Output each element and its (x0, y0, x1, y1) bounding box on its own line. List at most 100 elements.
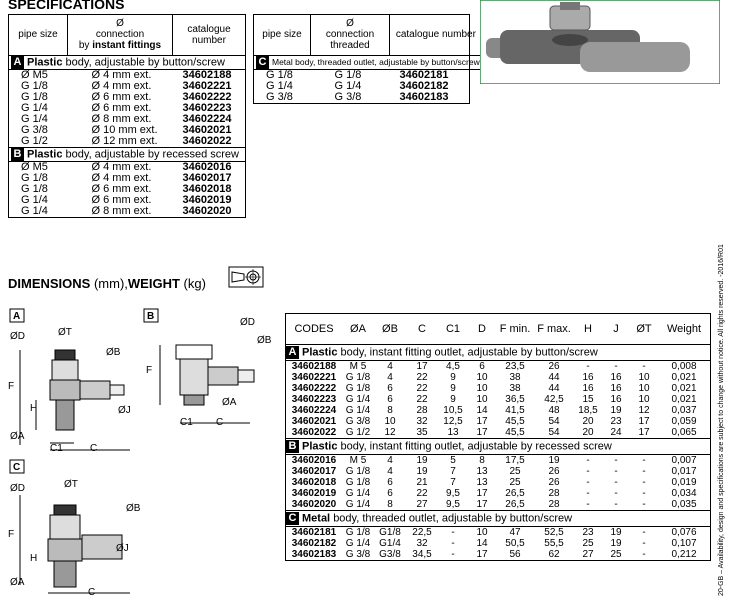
spec-pipe-size: G 1/8 (21, 171, 48, 184)
dim-header-cell: D (468, 314, 496, 345)
dim-cell: 8 (387, 405, 393, 416)
dim-cell: 54 (548, 427, 560, 438)
dim-cell: - (614, 499, 618, 510)
dim-cell: - (642, 477, 646, 488)
dim-cell: 0,021 (671, 383, 697, 394)
dim-cell: - (451, 527, 455, 538)
dim-cell: 27 (416, 499, 428, 510)
dim-cell: 4 (387, 455, 393, 466)
dim-header-cell: CODES (286, 314, 342, 345)
dim-section-a-bold: Plastic (302, 346, 338, 359)
dim-cell: 28 (548, 488, 560, 499)
dim-code: 34602016 (291, 455, 337, 466)
label-a-ob: ØB (106, 347, 121, 358)
dim-cell: 25 (509, 466, 521, 477)
spec-catalogue-number: 34602022 (182, 134, 232, 147)
dim-cell: 9 (450, 383, 456, 394)
dim-cell: 24 (610, 427, 622, 438)
dim-cell: G 1/8 (345, 383, 371, 394)
spec-catalogue-number: 34602018 (182, 182, 232, 195)
spec-connection: Ø 4 mm ext. (91, 79, 152, 92)
dim-cell: 54 (548, 416, 560, 427)
dim-cell: 19 (610, 405, 622, 416)
spec-connection: Ø 4 mm ext. (91, 68, 152, 81)
dim-cell: - (586, 361, 590, 372)
label-c-ot: ØT (64, 479, 78, 490)
spec-catalogue-number: 34602019 (182, 193, 232, 206)
section-a-text: body, adjustable by button/screw (65, 55, 225, 68)
section-badge-b: B (11, 147, 24, 161)
dim-code: 34602021 (291, 416, 337, 427)
dim-cell: 12 (384, 427, 396, 438)
dim-cell: G 1/4 (345, 405, 371, 416)
spec-catalogue-number: 34602222 (182, 90, 232, 103)
dim-cell: 10 (384, 416, 396, 427)
spec-catalogue-number: 34602181 (399, 68, 449, 81)
dim-cell: G 1/8 (345, 466, 371, 477)
dim-cell: 32 (416, 416, 428, 427)
spec-connection: G 3/8 (334, 90, 362, 103)
dim-cell: 44 (548, 372, 560, 383)
label-b-f: F (146, 365, 152, 376)
dim-section-c-bold: Metal (302, 512, 331, 525)
section-c-text: Metal body, threaded outlet, adjustable … (272, 56, 480, 67)
dim-cell: 13 (476, 466, 488, 477)
spec-catalogue-number: 34602221 (182, 79, 232, 92)
label-a-h: H (30, 403, 37, 414)
col-conn: connection (95, 29, 145, 41)
dim-code: 34602183 (291, 549, 337, 560)
dim-cell: 8 (387, 499, 393, 510)
dim-code: 34602181 (291, 527, 337, 538)
dim-cell: 4 (387, 466, 393, 477)
dim-cell: 0,035 (671, 499, 697, 510)
dim-title-mm: (mm), (93, 276, 128, 291)
dim-cell: - (451, 549, 455, 560)
dim-section-c-text: body, threaded outlet, adjustable by but… (333, 512, 573, 525)
dim-cell: 0,021 (671, 372, 697, 383)
spec-connection: Ø 8 mm ext. (91, 112, 152, 125)
dim-cell: G1/8 (379, 527, 401, 538)
spec-connection: Ø 10 mm ext. (91, 123, 158, 136)
dim-cell: 23,5 (505, 361, 525, 372)
label-a-od: ØD (10, 331, 25, 342)
col-conn-type: instant fittings (92, 40, 162, 52)
dim-cell: G 1/4 (345, 394, 371, 405)
dim-header-cell: ØT (630, 314, 658, 345)
dim-cell: - (642, 361, 646, 372)
dim-cell: - (614, 455, 618, 466)
dim-cell: 17 (476, 549, 488, 560)
dim-cell: 0,065 (671, 427, 697, 438)
dim-cell: 27 (582, 549, 594, 560)
dim-code: 34602223 (291, 394, 337, 405)
dim-cell: 10,5 (443, 405, 463, 416)
spec-pipe-size: G 1/4 (21, 204, 48, 217)
dim-cell: 55,5 (544, 538, 564, 549)
dim-cell: 28 (416, 405, 428, 416)
dim-title-bold: DIMENSIONS (8, 276, 91, 291)
dim-cell: - (642, 455, 646, 466)
section-b-text: body, adjustable by recessed screw (65, 147, 239, 160)
label-b-od: ØD (240, 317, 255, 328)
dim-cell: 10 (476, 372, 488, 383)
dim-cell: - (642, 538, 646, 549)
dim-cell: 38 (509, 372, 521, 383)
dim-cell: M 5 (349, 455, 367, 466)
dim-cell: 6 (387, 394, 393, 405)
dim-cell: 12 (638, 405, 650, 416)
spec-connection: Ø 6 mm ext. (91, 101, 152, 114)
dim-cell: 23 (582, 527, 594, 538)
